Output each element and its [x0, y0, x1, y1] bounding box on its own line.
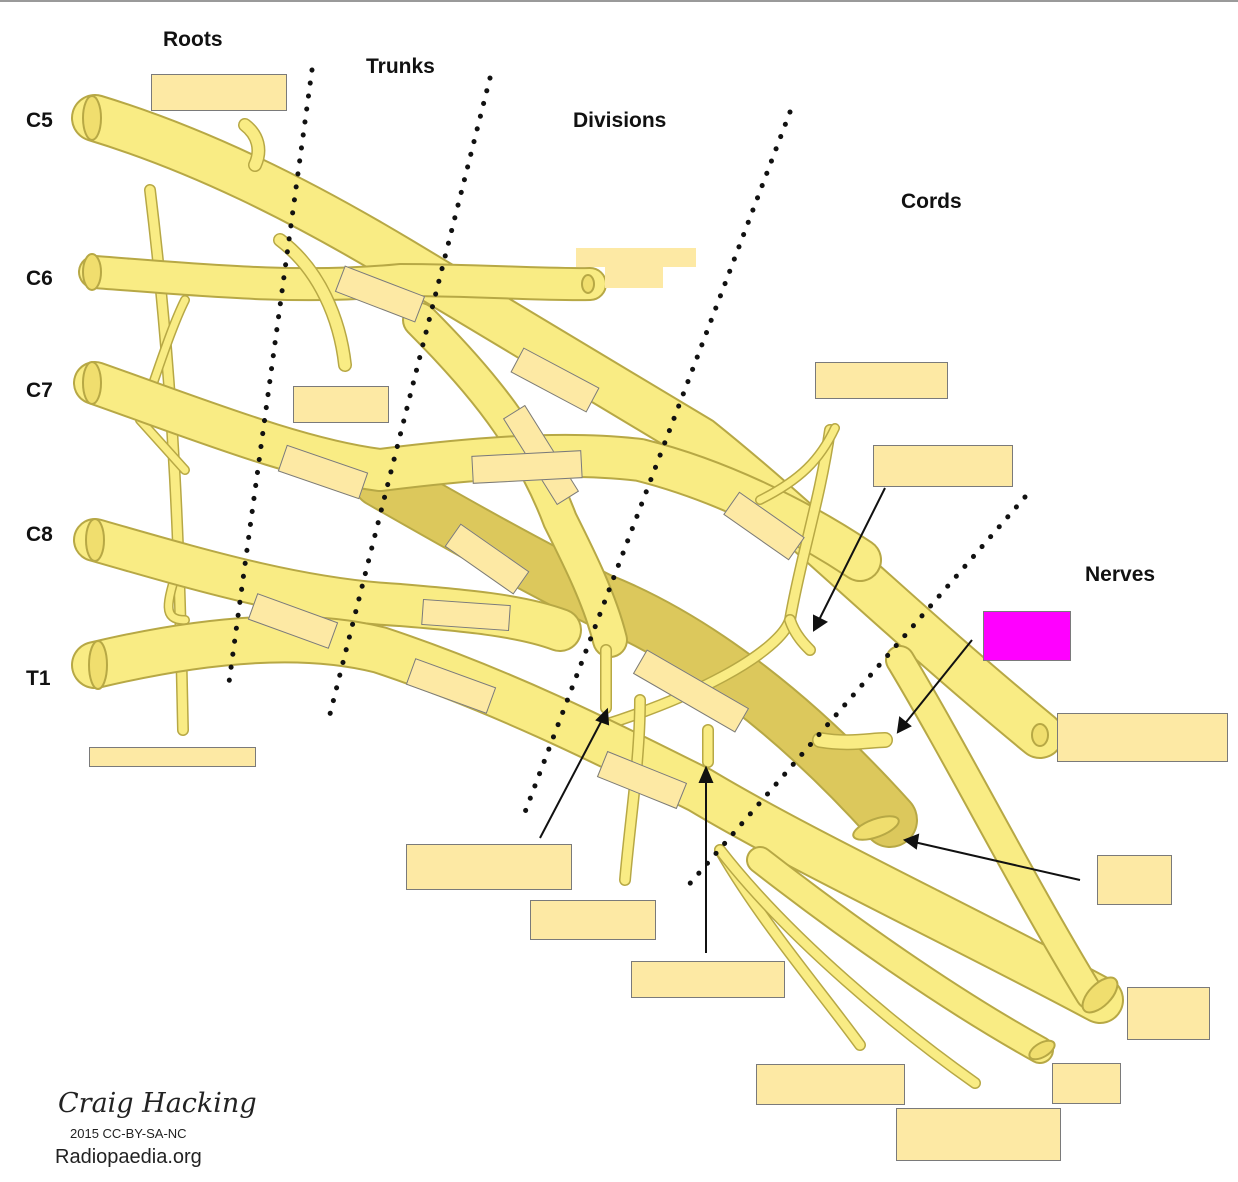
label-box-ulnar[interactable]	[1052, 1063, 1121, 1104]
level-t1: T1	[26, 667, 51, 690]
credit-author: Craig Hacking	[58, 1088, 257, 1119]
label-box-thoracodorsal[interactable]	[530, 900, 656, 940]
c5-root	[71, 94, 1064, 759]
credit-license: 2015 CC-BY-SA-NC	[70, 1126, 187, 1141]
label-box-lower-subscapular[interactable]	[631, 961, 785, 998]
label-box-highlighted[interactable]	[983, 611, 1071, 661]
label-box-lateral-pectoral[interactable]	[815, 362, 948, 399]
label-box-suprascapular-bottom[interactable]	[605, 267, 663, 288]
label-box-suprascapular-top[interactable]	[576, 248, 696, 267]
label-box-upper-subscapular[interactable]	[406, 844, 572, 890]
label-box-lateral-cord[interactable]	[471, 450, 583, 484]
label-box-axillary[interactable]	[1097, 855, 1172, 905]
label-box-long-thoracic[interactable]	[89, 747, 256, 767]
t1-root	[71, 615, 1124, 1024]
header-nerves: Nerves	[1085, 563, 1156, 586]
label-box-medial-cutaneous-forearm[interactable]	[896, 1108, 1061, 1161]
header-roots: Roots	[163, 28, 223, 51]
credit-site: Radiopaedia.org	[55, 1146, 202, 1168]
level-c8: C8	[26, 523, 53, 546]
level-c7: C7	[26, 379, 53, 402]
pointer-arrows	[539, 487, 1081, 953]
header-divisions: Divisions	[573, 109, 667, 132]
label-box-median[interactable]	[1127, 987, 1210, 1040]
header-trunks: Trunks	[366, 55, 435, 78]
section-dividers	[225, 67, 1028, 891]
label-box-musculocutaneous[interactable]	[873, 445, 1013, 487]
level-c5: C5	[26, 109, 53, 132]
level-c6: C6	[26, 267, 53, 290]
top-border	[0, 0, 1238, 2]
label-box-medial-cutaneous-arm[interactable]	[756, 1064, 905, 1105]
header-cords: Cords	[901, 190, 962, 213]
label-box-roots[interactable]	[151, 74, 287, 111]
label-box-musculocutaneous-nerve[interactable]	[1057, 713, 1228, 762]
label-box-dorsal-scapular[interactable]	[293, 386, 389, 423]
